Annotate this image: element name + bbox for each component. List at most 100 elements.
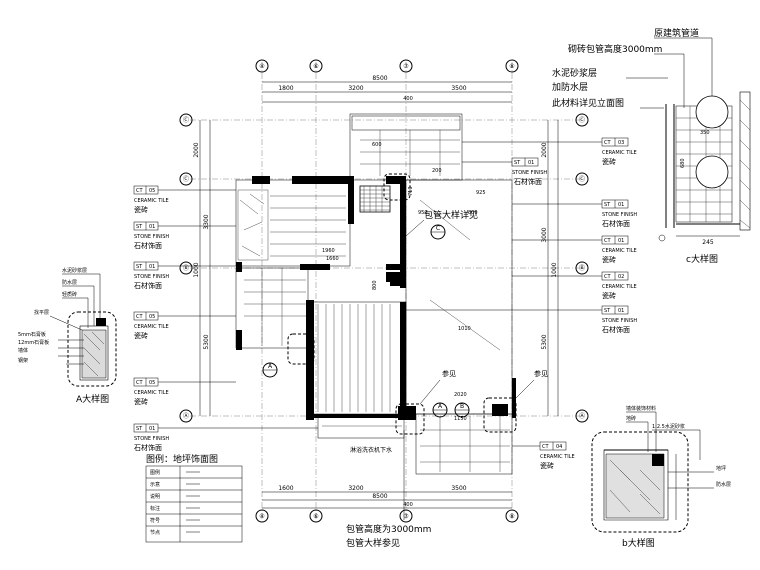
dim-bottom-seg-1: 1600 xyxy=(278,485,293,492)
svg-text:CERAMIC TILE: CERAMIC TILE xyxy=(134,324,169,330)
dim-left-3: 1000 xyxy=(193,262,200,277)
pipe-circle-2 xyxy=(695,155,729,189)
axis-top-3: ⑦ xyxy=(403,63,409,70)
see-label-1: 参见 xyxy=(442,369,456,378)
svg-text:CT: CT xyxy=(136,314,143,320)
detail-a: 水泥砂浆层 防水层 轻质砖 找平层 5mm石膏板 12mm石膏板 墙体 钢架 A… xyxy=(18,267,117,405)
left-dimensions: 2000 3300 1000 5300 xyxy=(193,120,211,416)
svg-text:STONE FINISH: STONE FINISH xyxy=(134,274,169,280)
svg-text:C: C xyxy=(436,225,440,232)
svg-text:石材饰面: 石材饰面 xyxy=(134,241,162,250)
detail-c-note-1: 原建筑管道 xyxy=(654,27,699,39)
svg-text:CERAMIC TILE: CERAMIC TILE xyxy=(134,390,169,396)
svg-text:石材饰面: 石材饰面 xyxy=(514,177,542,186)
detail-b-note: 墙体装饰材料 xyxy=(626,405,656,412)
svg-text:瓷砖: 瓷砖 xyxy=(134,205,148,214)
svg-text:05: 05 xyxy=(149,380,155,386)
svg-text:CT: CT xyxy=(136,188,143,194)
detail-a-note: 12mm石膏板 xyxy=(18,339,49,346)
axis-bubbles-top: ④ ⑥ ⑦ ⑧ xyxy=(255,59,519,73)
svg-text:石材饰面: 石材饰面 xyxy=(602,219,630,228)
legend-left-item: CT 05 CERAMIC TILE 瓷砖 xyxy=(133,311,236,340)
floor-plan: 600 200 925 710 950 800 1960 1660 800 10… xyxy=(235,113,548,549)
svg-text:ST: ST xyxy=(514,160,521,166)
axis-left-3: Ⓑ xyxy=(183,264,189,272)
dim-interior-12: 1150 xyxy=(454,416,467,422)
detail-b-title: b大样图 xyxy=(622,537,655,549)
svg-text:01: 01 xyxy=(528,160,534,166)
svg-text:05: 05 xyxy=(149,314,155,320)
dim-right-1: 2000 xyxy=(541,142,548,157)
detail-b-note: 地砖 xyxy=(626,415,636,422)
svg-text:瓷砖: 瓷砖 xyxy=(540,461,554,470)
svg-text:B: B xyxy=(460,403,464,410)
detail-c-note-4: 加防水层 xyxy=(552,81,588,93)
axis-bubbles-right: Ⓒ Ⓒ Ⓑ Ⓐ xyxy=(575,113,589,423)
dim-bottom-seg-2: 3200 xyxy=(348,485,363,492)
dim-top-overall: 8500 xyxy=(372,75,387,82)
dim-bottom-overall: 8500 xyxy=(372,493,387,500)
dim-left-4: 5300 xyxy=(203,334,210,349)
svg-text:CT: CT xyxy=(604,140,611,146)
axis-left-4: Ⓐ xyxy=(183,412,189,420)
svg-text:STONE FINISH: STONE FINISH xyxy=(602,318,637,324)
svg-text:CERAMIC TILE: CERAMIC TILE xyxy=(602,248,637,254)
svg-text:05: 05 xyxy=(149,188,155,194)
shower-note: 淋浴洗衣机下水 xyxy=(350,446,392,454)
dim-interior-6: 800 xyxy=(468,210,478,216)
top-dimensions: 8500 1800 3200 3500 400 xyxy=(262,75,512,103)
legend-left-item: ST 01 STONE FINISH 石材饰面 xyxy=(133,221,236,250)
dim-right-2: 3000 xyxy=(541,227,548,242)
svg-text:01: 01 xyxy=(618,202,624,208)
detail-c: 245 350 680 原建筑管道 砌砖包管高度3000mm 水泥砂浆层 加防水… xyxy=(552,27,751,265)
axis-bottom-3: ⑦ xyxy=(403,513,409,520)
axis-right-1: Ⓒ xyxy=(579,116,585,124)
detail-c-dim-width: 245 xyxy=(702,239,714,246)
dim-interior-10: 1010 xyxy=(458,326,471,332)
svg-text:01: 01 xyxy=(149,224,155,230)
svg-text:瓷砖: 瓷砖 xyxy=(134,397,148,406)
axis-bottom-2: ⑥ xyxy=(313,513,318,520)
svg-text:瓷砖: 瓷砖 xyxy=(602,157,616,166)
dim-bottom-seg-3: 3500 xyxy=(451,485,466,492)
svg-text:瓷砖: 瓷砖 xyxy=(134,331,148,340)
legend-row: 图例 xyxy=(150,469,160,476)
svg-text:STONE FINISH: STONE FINISH xyxy=(134,234,169,240)
svg-text:03: 03 xyxy=(618,140,624,146)
svg-text:01: 01 xyxy=(618,238,624,244)
axis-top-1: ④ xyxy=(259,63,264,70)
detail-a-note: 水泥砂浆层 xyxy=(62,267,87,274)
dim-top-seg-1: 1800 xyxy=(278,85,293,92)
detail-c-note-3: 水泥砂浆层 xyxy=(552,67,597,79)
svg-text:CERAMIC TILE: CERAMIC TILE xyxy=(602,150,637,156)
svg-text:ST: ST xyxy=(136,426,143,432)
detail-a-note: 轻质砖 xyxy=(62,291,77,298)
svg-text:CT: CT xyxy=(604,238,611,244)
detail-a-title: A大样图 xyxy=(76,393,109,405)
dim-interior-9: 800 xyxy=(372,280,378,290)
dim-interior-3: 925 xyxy=(476,190,486,196)
svg-text:STONE FINISH: STONE FINISH xyxy=(512,170,547,176)
svg-text:A: A xyxy=(438,403,443,410)
svg-text:STONE FINISH: STONE FINISH xyxy=(602,212,637,218)
svg-text:石材饰面: 石材饰面 xyxy=(602,325,630,334)
svg-text:ST: ST xyxy=(136,224,143,230)
axis-bottom-4: ⑧ xyxy=(509,513,514,520)
bottom-dimensions: 1600 3200 3500 8500 400 xyxy=(262,485,512,509)
section-marker-a-2: A xyxy=(432,402,448,418)
dim-interior-11: 2020 xyxy=(454,392,467,398)
legend-left: CT 05 CERAMIC TILE 瓷砖 ST 01 STONE FINISH 石… xyxy=(133,185,318,452)
svg-text:石材饰面: 石材饰面 xyxy=(134,281,162,290)
svg-text:CT: CT xyxy=(604,274,611,280)
axis-bottom-1: ④ xyxy=(259,513,264,520)
pipe-circle-1 xyxy=(695,95,729,129)
dim-interior-2: 200 xyxy=(432,168,442,174)
section-marker-c: C xyxy=(430,224,446,240)
legend-table: 图例：地坪饰面图 图例 示意 说明 标注 符号 节点 xyxy=(145,453,243,543)
svg-text:石材饰面: 石材饰面 xyxy=(134,443,162,452)
